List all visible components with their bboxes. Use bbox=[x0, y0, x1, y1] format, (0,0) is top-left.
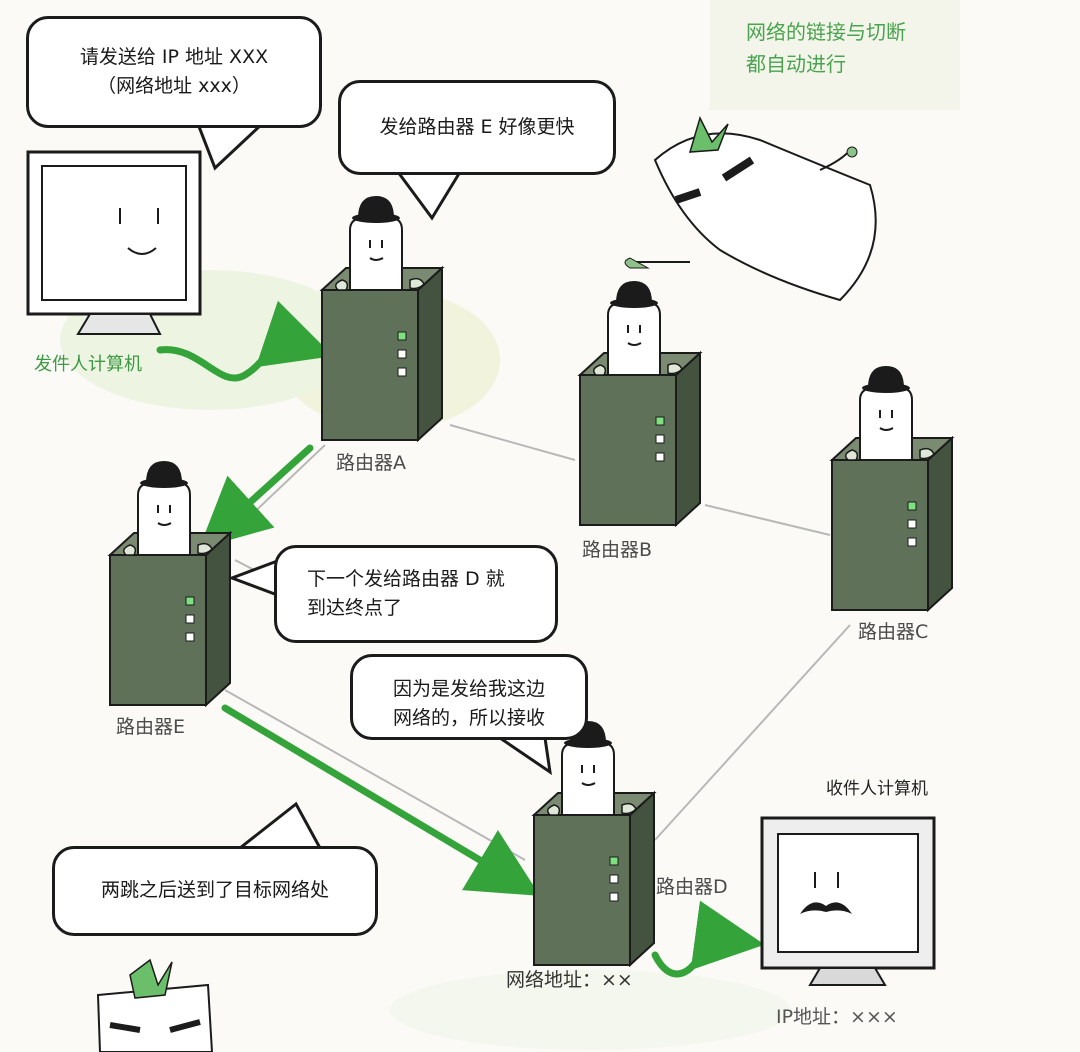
tail-router-e bbox=[227, 558, 281, 598]
link-c-d bbox=[654, 624, 851, 841]
sender-speech-bubble: 请发送给 IP 地址 XXX （网络地址 xxx） bbox=[26, 16, 322, 128]
router-a-speech-bubble: 发给路由器 E 好像更快 bbox=[338, 80, 616, 175]
tail-router-d bbox=[499, 736, 552, 776]
note-backdrop bbox=[710, 0, 960, 110]
receiver-computer-label: 收件人计算机 bbox=[826, 779, 928, 799]
router-b-icon bbox=[579, 280, 701, 526]
auto-connection-note: 网络的链接与切断 都自动进行 bbox=[746, 16, 906, 80]
sender-bubble-line1: 请发送给 IP 地址 XXX bbox=[79, 45, 269, 68]
router-e-icon bbox=[109, 460, 231, 706]
router-d-bubble-line1: 因为是发给我这边 bbox=[392, 678, 545, 700]
note-line1: 网络的链接与切断 bbox=[746, 20, 906, 44]
sender-bubble-line2: （网络地址 xxx） bbox=[97, 75, 251, 97]
note-line2: 都自动进行 bbox=[746, 52, 846, 76]
router-c-icon bbox=[831, 365, 953, 611]
router-d-icon bbox=[533, 720, 655, 966]
glow-d bbox=[390, 970, 790, 1050]
router-a-icon bbox=[321, 195, 443, 441]
green-arrow-icon bbox=[199, 444, 314, 549]
router-e-label: 路由器E bbox=[116, 716, 186, 738]
sender-computer-label: 发件人计算机 bbox=[34, 354, 142, 375]
router-c-label: 路由器C bbox=[858, 621, 929, 643]
router-e-bubble-line1: 下一个发给路由器 D 就 bbox=[307, 567, 505, 590]
router-a-bubble-text: 发给路由器 E 好像更快 bbox=[379, 115, 575, 138]
sender-monitor-icon bbox=[26, 150, 202, 335]
router-d-speech-bubble: 因为是发给我这边 网络的，所以接收 bbox=[350, 654, 588, 740]
tail-sender bbox=[196, 122, 264, 171]
link-a-b bbox=[449, 424, 576, 461]
router-b-label: 路由器B bbox=[582, 539, 653, 561]
router-a-label: 路由器A bbox=[336, 452, 406, 474]
receiver-monitor-icon bbox=[760, 816, 936, 986]
packet-character-icon bbox=[96, 958, 214, 1052]
paper-packet-icon bbox=[624, 115, 877, 302]
router-e-speech-bubble: 下一个发给路由器 D 就 到达终点了 bbox=[274, 545, 558, 643]
router-d-bubble-line2: 网络的，所以接收 bbox=[392, 707, 545, 730]
link-a-e bbox=[224, 444, 326, 541]
summary-speech-bubble: 两跳之后送到了目标网络处 bbox=[52, 846, 378, 936]
router-d-label: 路由器D bbox=[656, 876, 728, 898]
route-arrows bbox=[156, 300, 765, 978]
green-arrow-icon bbox=[156, 300, 334, 382]
router-e-bubble-line2: 到达终点了 bbox=[307, 597, 403, 619]
network-address-label: 网络地址：×× bbox=[506, 969, 633, 991]
tail-summary bbox=[239, 801, 322, 850]
summary-bubble-text: 两跳之后送到了目标网络处 bbox=[100, 879, 329, 902]
green-arrow-icon bbox=[651, 900, 765, 978]
link-b-c bbox=[704, 504, 831, 536]
ip-address-label: IP地址：××× bbox=[776, 1006, 898, 1028]
tail-router-a bbox=[396, 171, 462, 221]
bubble-tails bbox=[196, 122, 552, 850]
green-arrow-icon bbox=[221, 704, 541, 896]
